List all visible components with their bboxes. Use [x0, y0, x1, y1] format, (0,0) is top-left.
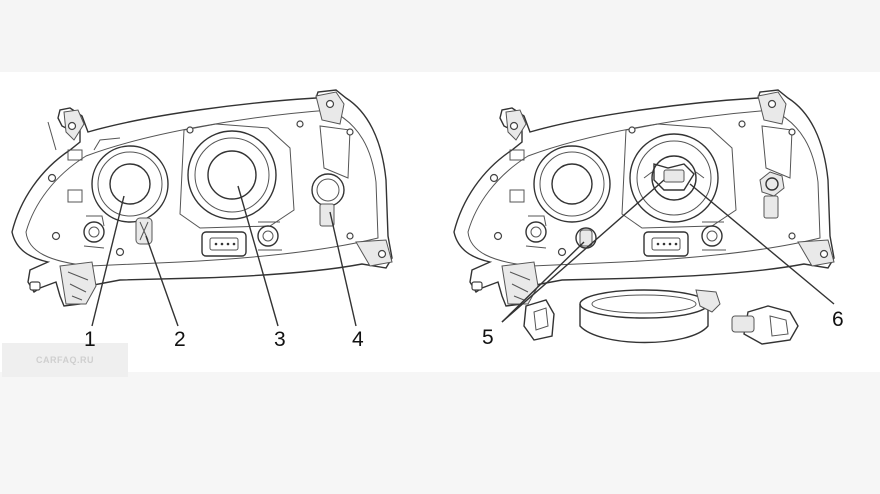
watermark: CARFAQ.RU	[2, 343, 128, 377]
removed-dust-cap	[579, 289, 721, 344]
removed-bulb-holder	[523, 299, 555, 341]
top-background-band	[0, 0, 880, 72]
removed-side-socket	[731, 305, 799, 345]
left-headlight: 1 2 3 4	[11, 89, 393, 351]
label-2: 2	[174, 328, 186, 351]
bottom-background-band	[0, 372, 880, 494]
label-6: 6	[832, 308, 844, 331]
label-4: 4	[352, 328, 364, 351]
label-1: 1	[84, 328, 96, 351]
label-3: 3	[274, 328, 286, 351]
right-headlight: 5 6	[453, 89, 844, 349]
label-5: 5	[482, 326, 494, 349]
